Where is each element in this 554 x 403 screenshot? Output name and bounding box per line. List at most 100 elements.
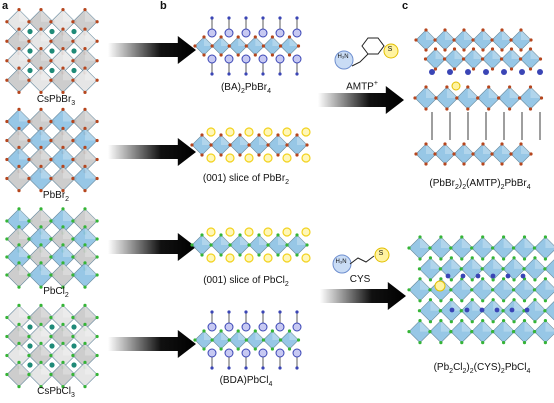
- halide-atom: [202, 35, 206, 39]
- halide-atom: [543, 257, 548, 261]
- halide-atom: [71, 138, 75, 143]
- ammonium-head: [207, 322, 217, 332]
- halide-atom: [227, 44, 231, 48]
- ring-marker: [301, 253, 311, 263]
- halide-atom: [428, 330, 432, 334]
- octahedron-facet: [534, 299, 546, 311]
- ligands-ba-top: [207, 16, 302, 38]
- halide-atom: [500, 48, 504, 52]
- octahedron-facet: [488, 87, 500, 98]
- halide-atom: [533, 298, 537, 302]
- halide-atom: [27, 78, 31, 82]
- halide-atom: [5, 157, 9, 162]
- halide-atom: [95, 59, 99, 63]
- halide-atom: [49, 219, 53, 223]
- halide-atom: [83, 164, 87, 168]
- halide-atom: [423, 57, 428, 61]
- halide-atom: [295, 233, 299, 237]
- octahedron-facet: [503, 237, 515, 248]
- octahedron-facet: [461, 320, 473, 332]
- cation-atom: [71, 343, 77, 349]
- octahedron-facet: [454, 49, 465, 59]
- halide-atom: [39, 107, 43, 111]
- halide-atom: [471, 67, 476, 71]
- nitrogen-atom: [244, 366, 248, 370]
- halide-atom: [466, 107, 470, 111]
- nitrogen-atom: [475, 273, 481, 279]
- halide-atom: [278, 338, 283, 342]
- thiol-group: [434, 280, 446, 292]
- halide-atom: [433, 152, 437, 156]
- halide-atom: [200, 133, 204, 137]
- halide-atom: [424, 162, 428, 166]
- octahedron-facet: [221, 235, 231, 245]
- cation-atom: [71, 324, 77, 330]
- ring-marker: [263, 127, 273, 137]
- nitrogen-atom: [524, 307, 530, 313]
- halide-atom: [424, 48, 428, 52]
- halide-atom: [253, 53, 257, 57]
- octahedron-facet: [63, 68, 76, 81]
- halide-atom: [5, 353, 9, 358]
- halide-atom: [200, 233, 204, 237]
- halide-atom: [17, 225, 21, 229]
- arrow-a2: [108, 138, 196, 166]
- halide-atom: [83, 225, 87, 229]
- octahedron-facet: [238, 331, 248, 340]
- halide-atom: [49, 237, 53, 241]
- label-amtp-product: (PbBr2)2(AMTP)2PbBr4: [429, 178, 531, 191]
- cation-atom: [49, 324, 55, 330]
- halide-atom: [39, 47, 43, 51]
- nitrogen-atom: [501, 69, 507, 75]
- ammonium-head: [241, 54, 251, 64]
- arrow-shape: [108, 330, 196, 358]
- ammonium-head: [275, 348, 285, 358]
- nitrogen-atom: [490, 273, 496, 279]
- panel-label-a: a: [2, 0, 9, 12]
- label-pbbr2: PbBr2: [42, 190, 70, 203]
- halide-atom: [270, 35, 274, 39]
- octahedron-facet: [473, 49, 484, 59]
- halide-atom: [71, 372, 75, 377]
- octahedron-facet: [461, 237, 473, 248]
- halide-atom: [39, 303, 43, 307]
- halide-atom: [83, 47, 87, 51]
- halide-atom: [17, 285, 21, 289]
- halide-atom: [481, 28, 485, 32]
- halide-atom: [512, 278, 516, 282]
- halide-atom: [533, 256, 537, 260]
- halide-atom: [219, 153, 223, 157]
- octahedron-facet: [85, 305, 98, 318]
- ammonium-head: [275, 54, 285, 64]
- halide-atom: [49, 334, 53, 339]
- octahedron-facet: [221, 37, 231, 46]
- halide-atom: [487, 107, 491, 111]
- arrow-a4: [108, 330, 196, 358]
- halide-atom: [455, 96, 459, 100]
- halide-atom: [27, 353, 31, 358]
- halide-atom: [433, 67, 438, 71]
- halide-atom: [71, 78, 75, 82]
- octahedron-facet: [420, 278, 431, 290]
- octahedron-facet: [426, 30, 436, 40]
- octahedron-facet: [63, 226, 76, 239]
- halide-atom: [61, 360, 65, 364]
- halide-atom: [296, 44, 301, 48]
- halide-atom: [71, 237, 75, 241]
- halide-atom: [61, 126, 65, 130]
- layer-bdapbcl4: [193, 329, 301, 351]
- octahedron-facet: [451, 257, 463, 269]
- halide-atom: [449, 330, 453, 334]
- halide-atom: [499, 57, 504, 61]
- ring-marker: [244, 227, 254, 237]
- halide-atom: [83, 285, 87, 289]
- halide-atom: [462, 142, 466, 146]
- halide-atom: [39, 243, 43, 247]
- halide-atom: [460, 299, 464, 303]
- octahedron-facet: [41, 166, 54, 179]
- halide-atom: [49, 315, 53, 320]
- halide-atom: [190, 243, 194, 247]
- octahedron-facet: [545, 237, 554, 248]
- arrow-shape: [320, 282, 406, 310]
- halide-atom: [200, 153, 204, 157]
